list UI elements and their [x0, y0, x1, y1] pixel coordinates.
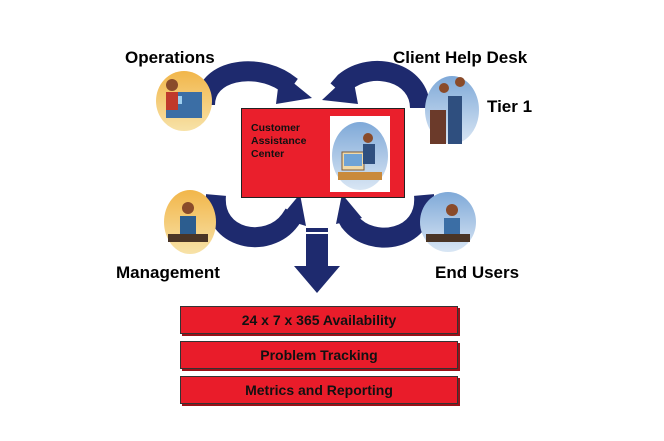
center-title-line1: Customer: [251, 122, 301, 134]
arrow-operations-to-center: [195, 61, 312, 107]
arrow-helpdesk-to-center: [322, 61, 430, 110]
operations-label: Operations: [125, 48, 215, 67]
arrow-center-to-services: [294, 228, 340, 293]
arrow-endusers-to-center: [336, 194, 435, 248]
client-help-desk-label: Client Help Desk: [393, 48, 528, 67]
management-illustration: [164, 190, 216, 254]
arrow-center-to-management: [205, 194, 306, 248]
service-bar-availability: 24 x 7 x 365 Availability: [180, 306, 458, 334]
service-bar-problem-tracking: Problem Tracking: [180, 341, 458, 369]
customer-assistance-center-box: Customer Assistance Center: [241, 108, 405, 198]
end-users-illustration: [420, 192, 476, 252]
center-title-line3: Center: [251, 148, 285, 160]
center-title: Customer Assistance Center: [251, 122, 321, 161]
operations-illustration: [156, 71, 212, 131]
service-bar-metrics-reporting: Metrics and Reporting: [180, 376, 458, 404]
center-title-line2: Assistance: [251, 135, 307, 147]
tier1-label: Tier 1: [487, 97, 533, 116]
helpdesk-illustration: [425, 76, 479, 144]
end-users-label: End Users: [435, 263, 520, 282]
management-label: Management: [116, 263, 220, 282]
center-illustration: [330, 116, 390, 192]
